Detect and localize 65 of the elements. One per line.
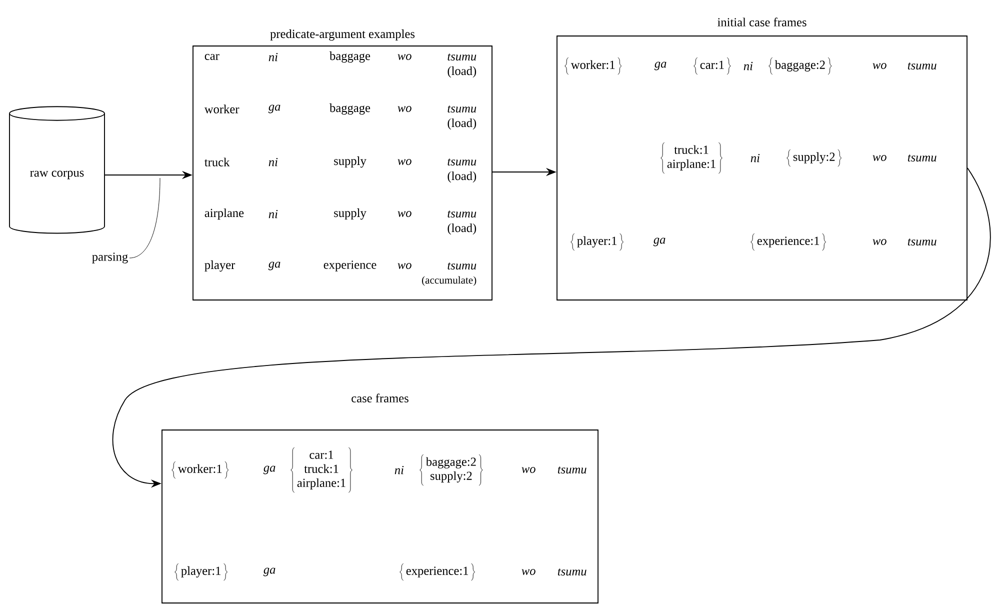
- case-particle: wo: [398, 263, 412, 269]
- step-label: parsing: [92, 252, 128, 264]
- verb: tsumu: [908, 154, 936, 162]
- case-particle: wo: [522, 467, 536, 473]
- case-particle: ni: [750, 154, 760, 162]
- box-heading: case frames: [352, 394, 408, 402]
- case-particle: wo: [872, 155, 886, 161]
- case-particle: wo: [522, 569, 536, 575]
- verb: tsumu: [448, 210, 476, 218]
- case-particle: ga: [268, 104, 280, 114]
- case-particle: wo: [398, 106, 412, 112]
- translation-note: (load): [448, 223, 476, 235]
- box-heading: predicate-argument examples: [270, 29, 415, 41]
- translation-note: (load): [448, 118, 476, 130]
- box-heading: initial case frames: [718, 18, 806, 26]
- translation-note: (load): [448, 171, 476, 183]
- translation-note: (accumulate): [422, 276, 476, 286]
- case-particle: wo: [398, 211, 412, 217]
- verb: tsumu: [908, 238, 936, 246]
- bracketed-group: experience:1: [750, 233, 826, 251]
- case-particle: ga: [654, 62, 666, 70]
- case-particle: ni: [744, 62, 753, 70]
- bracketed-group: supply:2: [786, 149, 842, 167]
- case-particle: wo: [398, 159, 412, 165]
- bracketed-group: experience:1: [400, 563, 476, 581]
- word: player: [204, 260, 236, 272]
- bracketed-group: player:1: [570, 233, 624, 251]
- case-particle: ga: [263, 466, 276, 474]
- verb: tsumu: [448, 105, 476, 113]
- case-particle: ga: [263, 568, 276, 576]
- case-particle: ni: [268, 52, 278, 62]
- verb: tsumu: [448, 262, 476, 270]
- word: supply: [334, 156, 366, 168]
- case-particle: wo: [872, 239, 886, 245]
- bracketed-group: player:1: [174, 563, 228, 581]
- bracketed-group: car:1: [694, 57, 731, 75]
- word: experience: [324, 260, 376, 272]
- word: airplane: [204, 208, 244, 220]
- word: supply: [334, 208, 366, 220]
- case-particle: ga: [268, 262, 280, 270]
- word: baggage: [330, 103, 370, 115]
- verb: tsumu: [558, 568, 586, 576]
- verb: tsumu: [448, 53, 476, 61]
- bracketed-group: worker:1: [172, 461, 229, 479]
- verb: tsumu: [448, 158, 476, 166]
- case-particle: ni: [268, 158, 278, 166]
- bracketed-group: truck:1 airplane:1: [660, 142, 722, 174]
- case-particle: wo: [398, 54, 412, 60]
- bracketed-group: baggage:2 supply:2: [420, 454, 483, 486]
- case-particle: ni: [394, 466, 404, 474]
- leader-line: [129, 178, 160, 258]
- word: truck: [204, 158, 230, 166]
- translation-note: (load): [448, 66, 476, 78]
- bracketed-group: car:1 truck:1 airplane:1: [290, 447, 352, 493]
- case-particle: ni: [268, 210, 278, 218]
- bracketed-group: worker:1: [564, 57, 622, 75]
- word: worker: [204, 104, 240, 114]
- bracketed-group: baggage:2: [768, 57, 832, 75]
- corpus-cylinder: raw corpus: [9, 106, 105, 234]
- word: car: [204, 54, 220, 60]
- word: baggage: [330, 51, 370, 63]
- case-particle: wo: [872, 63, 886, 69]
- verb: tsumu: [908, 62, 936, 70]
- verb: tsumu: [558, 466, 586, 474]
- case-particle: ga: [653, 238, 666, 246]
